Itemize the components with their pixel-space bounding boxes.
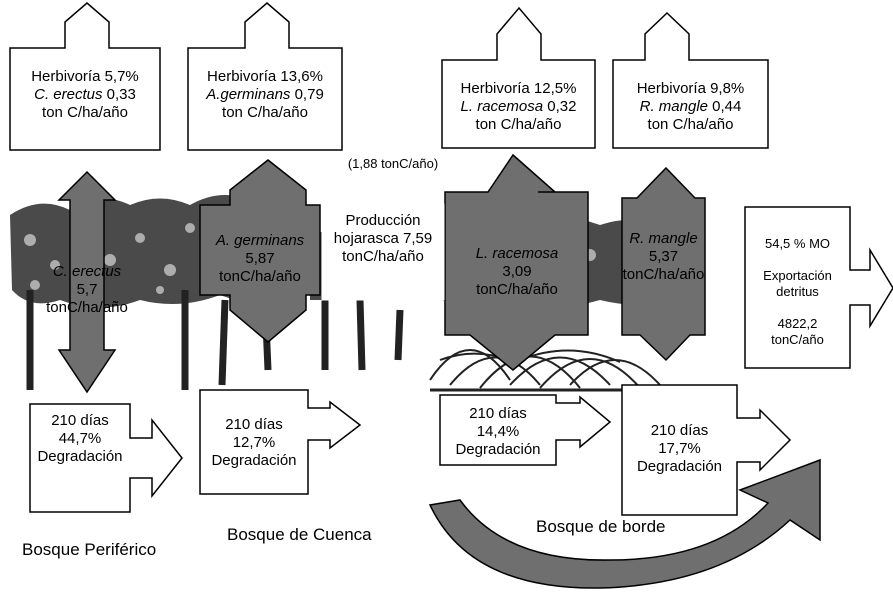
species-value: 5,87 [245, 250, 275, 267]
species-name: R. mangle [629, 230, 698, 247]
herbivory-value: 0,32 [547, 98, 577, 115]
herbivory-unit: ton C/ha/año [647, 116, 734, 133]
litter-line-2: hojarasca 7,59 [333, 230, 433, 247]
herbivory-species: R. mangle [639, 98, 708, 115]
species-arrow-4 [621, 166, 706, 362]
herbivory-percent: Herbivoría 13,6% [207, 68, 323, 85]
degradation-text: Degradación [211, 452, 297, 469]
degradation-percent: 14,4% [476, 423, 520, 440]
herbivory-value: 0,33 [106, 86, 136, 103]
export-value: 4822,2 [777, 316, 818, 331]
herbivory-percent: Herbivoría 5,7% [31, 68, 139, 85]
herbivory-arrow-4 [612, 11, 769, 149]
degradation-percent: 12,7% [232, 434, 276, 451]
species-unit: tonC/ha/año [622, 266, 705, 283]
herbivory-arrow-1 [9, 2, 161, 151]
degradation-arrow-4 [621, 384, 792, 516]
export-line-2: detritus [776, 284, 819, 299]
herbivory-label-4: Herbivoría 9,8% R. mangle 0,44 ton C/ha/… [613, 80, 768, 134]
herbivory-label-1: Herbivoría 5,7% C. erectus 0,33 ton C/ha… [10, 68, 160, 122]
species-label-2: A. germinans 5,87 tonC/ha/año [200, 232, 320, 286]
degradation-label-3: 210 días 14,4% Degradación [440, 405, 556, 459]
degradation-text: Degradación [636, 458, 723, 475]
species-arrow-2 [199, 159, 321, 343]
herbivory-unit: ton C/ha/año [475, 116, 562, 133]
export-label: 54,5 % MO Exportación detritus 4822,2 to… [745, 236, 850, 348]
degradation-days: 210 días [469, 405, 527, 422]
herbivory-arrows [9, 2, 769, 151]
herbivory-value: 0,44 [712, 98, 742, 115]
species-name: C. erectus [52, 263, 122, 280]
species-name: L. racemosa [475, 245, 559, 262]
herbivory-species: A.germinans [206, 86, 291, 103]
prop-roots [429, 349, 670, 392]
degradation-days: 210 días [225, 416, 283, 433]
herbivory-species: L. racemosa [460, 98, 544, 115]
degradation-text: Degradación [37, 448, 123, 465]
herbivory-label-3: Herbivoría 12,5% L. racemosa 0,32 ton C/… [442, 80, 595, 134]
litter-line-3: tonC/ha/año [342, 248, 424, 265]
degradation-days: 210 días [51, 412, 109, 429]
export-line-1: Exportación [763, 268, 832, 283]
herbivory-unit: ton C/ha/año [42, 104, 128, 121]
species-unit: tonC/ha/año [219, 268, 301, 285]
herbivory-species: C. erectus [34, 86, 103, 103]
herbivory-percent: Herbivoría 12,5% [460, 80, 577, 97]
export-mo: 54,5 % MO [764, 236, 831, 251]
degradation-label-1: 210 días 44,7% Degradación [30, 412, 130, 466]
degradation-arrow-2 [199, 389, 362, 495]
forest-label-cuenca: Bosque de Cuenca [227, 525, 372, 544]
degradation-arrow-3 [439, 394, 612, 466]
species-value: 5,7 [76, 281, 98, 298]
export-arrow [744, 206, 893, 369]
species-value: 3,09 [502, 263, 532, 280]
degradation-arrow-1 [29, 403, 183, 513]
degradation-text: Degradación [455, 441, 541, 458]
degradation-label-2: 210 días 12,7% Degradación [200, 416, 308, 470]
herbivory-arrow-2 [187, 2, 343, 151]
degradation-days: 210 días [650, 422, 709, 439]
forest-label-periferico: Bosque Periférico [22, 540, 157, 559]
litter-line-1: Producción [345, 212, 421, 229]
degradation-arrows [29, 384, 792, 516]
herbivory-unit: ton C/ha/año [222, 104, 308, 121]
degradation-percent: 44,7% [58, 430, 102, 447]
litter-production-box [321, 203, 445, 301]
forest-label-borde: Bosque de borde [536, 517, 666, 536]
species-label-3: L. racemosa 3,09 tonC/ha/año [448, 245, 586, 299]
export-unit: tonC/año [771, 332, 824, 347]
recycle-curved-arrow [428, 458, 821, 589]
degradation-percent: 17,7% [658, 440, 701, 457]
degradation-label-4: 210 días 17,7% Degradación [622, 422, 737, 476]
species-unit: tonC/ha/año [46, 299, 128, 316]
species-arrows [57, 153, 706, 394]
herbivory-arrow-3 [441, 6, 596, 149]
species-arrow-1 [57, 170, 117, 394]
species-arrow-3 [444, 153, 589, 371]
species-unit: tonC/ha/año [476, 281, 558, 298]
species-label-1: C. erectus 5,7 tonC/ha/año [20, 263, 154, 317]
herbivory-percent: Herbivoría 9,8% [636, 80, 745, 97]
total-production-note: (1,88 tonC/año) [347, 156, 439, 171]
species-name: A. germinans [215, 232, 305, 249]
litter-production-label: Producción hojarasca 7,59 tonC/ha/año [322, 212, 444, 266]
herbivory-value: 0,79 [294, 86, 324, 103]
species-value: 5,37 [648, 248, 679, 265]
herbivory-label-2: Herbivoría 13,6% A.germinans 0,79 ton C/… [188, 68, 342, 122]
species-label-4: R. mangle 5,37 tonC/ha/año [622, 230, 705, 284]
